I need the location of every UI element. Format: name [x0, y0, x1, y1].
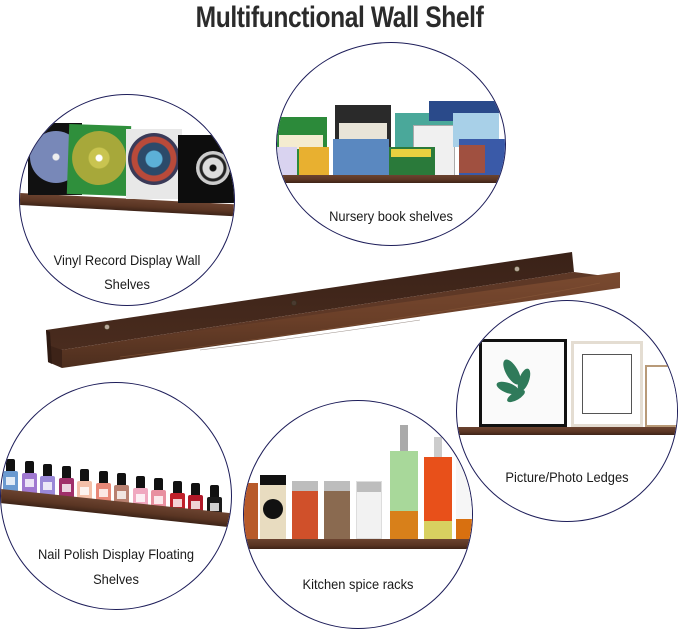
oil-bottle-partial [456, 453, 472, 539]
record-art [126, 129, 182, 199]
use-case-nail-polish: Nail Polish Display Floating Shelves [0, 382, 232, 610]
spice-jar-paprika [292, 481, 318, 539]
use-case-vinyl-records: Vinyl Record Display Wall Shelves [19, 94, 235, 306]
spice-jar-herb [324, 481, 350, 539]
nail-polish-bottle-blue [3, 459, 18, 493]
caption-kitchen: Kitchen spice racks [302, 576, 414, 592]
use-case-kitchen-spice: Kitchen spice racks [243, 400, 473, 629]
spice-jar-pepper [244, 483, 258, 539]
use-case-nursery-books: Nursery book shelves [276, 42, 506, 246]
caption-vinyl-line2: Shelves [104, 276, 150, 292]
caption-nail-line2: Shelves [93, 571, 139, 587]
oil-bottle-orange [424, 437, 452, 539]
record-green-sleeve [66, 123, 132, 197]
book-get-100 [299, 147, 329, 177]
spice-jar-garlic [260, 475, 286, 539]
nail-polish-bottle-lilac [40, 463, 55, 498]
page-title: Multifunctional Wall Shelf [195, 1, 484, 34]
spice-jar-salt [356, 481, 382, 539]
caption-nail-line1: Nail Polish Display Floating [37, 546, 195, 562]
caption-picture: Picture/Photo Ledges [505, 469, 629, 485]
ledge [457, 427, 677, 435]
caption-nursery: Nursery book shelves [329, 208, 453, 224]
record-black [178, 135, 234, 203]
leaf-icon [496, 359, 531, 403]
nail-polish-bottle-lavender [21, 461, 37, 496]
frame-lizard-print [571, 341, 643, 427]
oil-bottle-green [390, 425, 418, 539]
frame-floral-sketch [645, 365, 677, 427]
book-elephant [459, 139, 505, 177]
book-goodnight-moon [389, 147, 435, 177]
ledge [277, 175, 505, 183]
ledge [244, 539, 472, 549]
book-small-1 [277, 147, 297, 177]
frame-leaf-print [479, 339, 567, 427]
book-runaway-bunny [333, 139, 389, 177]
caption-vinyl-line1: Vinyl Record Display Wall [53, 252, 201, 268]
use-case-picture-ledges: Picture/Photo Ledges [456, 300, 678, 522]
